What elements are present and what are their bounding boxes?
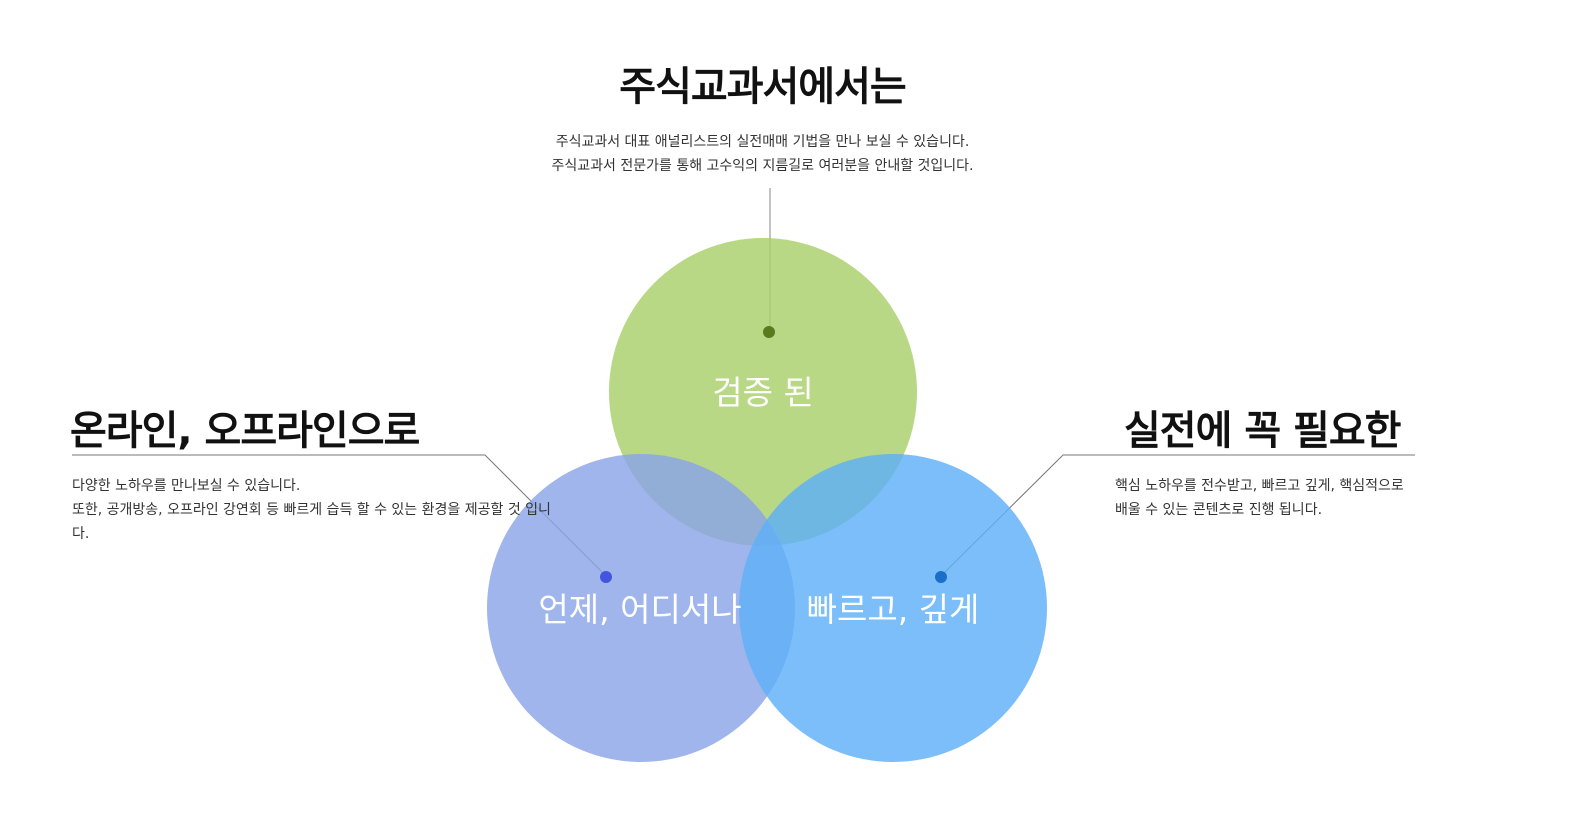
top-description-line: 주식교과서 대표 애널리스트의 실전매매 기법을 만나 보실 수 있습니다. bbox=[555, 134, 970, 150]
fast-deep-label: 빠르고, 깊게 bbox=[807, 590, 980, 629]
right-description: 핵심 노하우를 전수받고, 빠르고 깊게, 핵심적으로 배울 수 있는 콘텐츠로… bbox=[1115, 474, 1445, 522]
fast-deep-circle bbox=[739, 454, 1047, 762]
left-title: 온라인, 오프라인으로 bbox=[70, 408, 420, 454]
top-title: 주식교과서에서는 bbox=[619, 64, 906, 110]
blue-anchor-dot bbox=[935, 571, 947, 583]
anywhere-label: 언제, 어디서나 bbox=[538, 590, 741, 629]
top-description: 주식교과서 대표 애널리스트의 실전매매 기법을 만나 보실 수 있습니다. 주… bbox=[0, 130, 1525, 178]
right-description-line: 핵심 노하우를 전수받고, 빠르고 깊게, 핵심적으로 bbox=[1115, 478, 1404, 494]
left-description-line: 다양한 노하우를 만나보실 수 있습니다. bbox=[72, 478, 301, 494]
left-description: 다양한 노하우를 만나보실 수 있습니다. 또한, 공개방송, 오프라인 강연회… bbox=[72, 474, 562, 546]
right-title: 실전에 꼭 필요한 bbox=[1124, 408, 1401, 454]
left-description-line: 또한, 공개방송, 오프라인 강연회 등 빠르게 습득 할 수 있는 환경을 제… bbox=[72, 502, 551, 542]
green-anchor-dot bbox=[763, 326, 775, 338]
verified-label: 검증 된 bbox=[712, 373, 814, 412]
purple-anchor-dot bbox=[600, 571, 612, 583]
anywhere-circle bbox=[487, 454, 795, 762]
right-description-line: 배울 수 있는 콘텐츠로 진행 됩니다. bbox=[1115, 502, 1323, 518]
top-description-line: 주식교과서 전문가를 통해 고수익의 지름길로 여러분을 안내할 것입니다. bbox=[551, 158, 974, 174]
